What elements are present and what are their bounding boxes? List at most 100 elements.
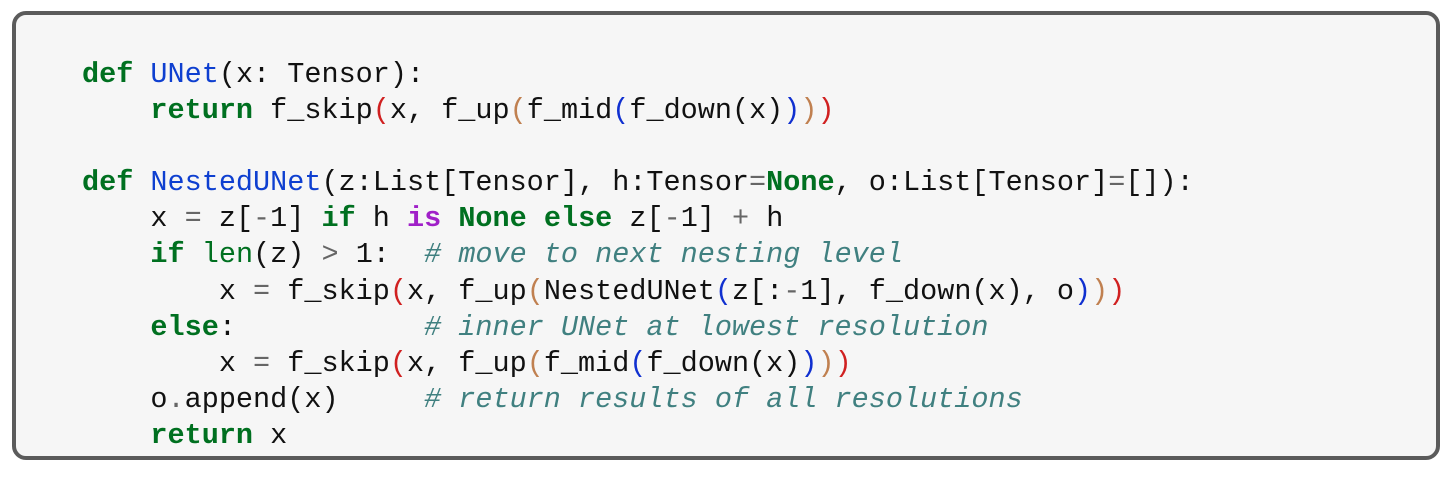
code-line: def NestedUNet(z:List[Tensor], h:Tensor=… [82,165,1194,201]
code-token: : [218,310,425,344]
code-token: []): [1125,166,1194,200]
code-token: x, f_up [389,94,510,128]
code-token [133,166,150,199]
code-token: ( [389,274,407,308]
code-token: x, f_up [406,346,527,380]
code-token: z[: [731,274,784,308]
code-token: ) [834,346,852,380]
code-line: o.append(x) # return results of all reso… [82,382,1194,418]
code-token: else [150,310,219,344]
code-token: append(x) [184,382,425,416]
code-token: UNet [150,58,219,91]
code-token: - [783,274,801,308]
code-token: ( [526,274,544,308]
code-token: ) [817,94,835,128]
code-token: (z) [253,238,322,272]
code-line: def UNet(x: Tensor): [82,57,1194,93]
code-block: def UNet(x: Tensor): return f_skip(x, f_… [12,11,1440,460]
code-token: z[ [612,202,664,236]
code-token [441,202,458,235]
code-token: 1] [680,202,733,236]
code-token: h [749,202,784,236]
code-token: = [1108,166,1126,200]
code-token [82,311,150,344]
code-line: x = f_skip(x, f_up(NestedUNet(z[:-1], f_… [82,274,1194,310]
code-line: else: # inner UNet at lowest resolution [82,310,1194,346]
code-token: f_mid [543,346,630,380]
code-token: ) [1108,274,1126,308]
code-token: None [458,202,527,236]
code-token: = [184,202,202,236]
code-token: ) [783,94,801,128]
code-token: - [253,202,271,236]
code-token: ( [526,346,544,380]
code-token: NestedUNet [543,274,715,308]
code-listing: def UNet(x: Tensor): return f_skip(x, f_… [82,57,1194,454]
code-token: None [766,166,835,200]
code-token: # move to next nesting level [424,238,903,272]
code-token: if [321,202,356,236]
code-token: + [732,202,750,236]
code-token: x [82,274,254,308]
code-token: f_skip [270,274,390,308]
code-token: len [201,238,254,272]
code-token: > [321,238,339,272]
code-token [82,419,150,452]
code-token: x, f_up [406,274,527,308]
code-token: ( [509,94,527,128]
code-token: ( [372,94,390,128]
code-line: return f_skip(x, f_up(f_mid(f_down(x)))) [82,93,1194,129]
code-token: = [253,274,271,308]
code-token: f_skip [253,94,373,128]
code-token: ) [800,346,818,380]
code-token: (z:List[Tensor], h:Tensor [321,166,750,200]
code-token [185,238,202,271]
code-token: - [663,202,681,236]
code-token: ( [612,94,630,128]
code-token: z[ [201,202,254,236]
code-token: ( [389,346,407,380]
code-token [527,202,544,235]
code-token: f_mid [526,94,613,128]
code-token: # inner UNet at lowest resolution [424,310,989,344]
code-line: if len(z) > 1: # move to next nesting le… [82,237,1194,273]
code-token: ) [1091,274,1109,308]
code-token: (x: Tensor): [218,58,425,91]
code-token: f_down(x) [629,94,784,128]
code-token: is [407,202,442,236]
code-token: 1], f_down(x), o [800,274,1075,308]
code-token: NestedUNet [150,166,322,200]
code-token: ( [629,346,647,380]
code-token: 1] [270,202,322,236]
code-token: def [82,166,134,200]
code-line [82,129,1194,165]
code-token: , o:List[Tensor] [834,166,1109,200]
code-token: ) [817,346,835,380]
code-token: ) [800,94,818,128]
code-token: . [167,382,185,416]
code-token: x [82,202,185,236]
code-token: # return results of all resolutions [424,382,1023,416]
code-token: x [253,418,288,452]
code-token [82,94,150,127]
code-token: h [355,202,407,236]
code-token [133,58,150,91]
code-token: = [253,346,271,380]
code-token: f_skip [270,346,390,380]
code-token [82,238,150,271]
code-token: x [82,346,254,380]
code-token: 1: [338,238,425,272]
code-line: x = f_skip(x, f_up(f_mid(f_down(x)))) [82,346,1194,382]
code-token: ) [1074,274,1092,308]
code-token: = [749,166,767,200]
code-token: def [82,58,134,91]
code-token: ( [714,274,732,308]
code-token: o [82,382,168,416]
code-token: else [543,202,613,236]
code-token: return [150,94,254,128]
code-line: return x [82,418,1194,454]
code-token: return [150,418,254,452]
code-token: if [150,238,185,272]
code-line: x = z[-1] if h is None else z[-1] + h [82,201,1194,237]
code-token: f_down(x) [646,346,801,380]
